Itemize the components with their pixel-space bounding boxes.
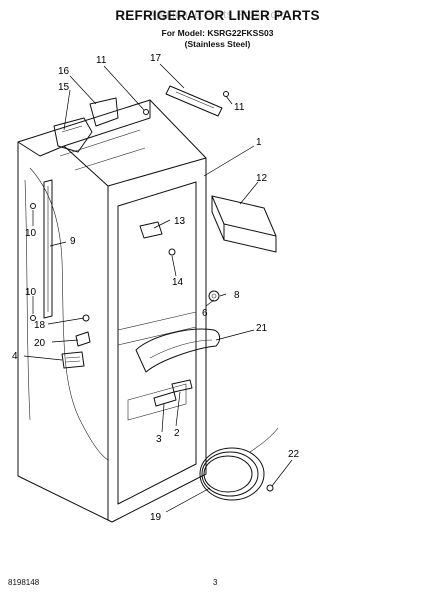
small-bracket-part bbox=[139, 221, 163, 239]
callout-16: 16 bbox=[58, 66, 70, 77]
callout-8: 8 bbox=[234, 290, 240, 301]
screw-10-bottom bbox=[30, 315, 36, 321]
callout-22: 22 bbox=[288, 449, 300, 460]
thermostat-parts bbox=[75, 314, 91, 347]
control-housing-part bbox=[53, 117, 93, 153]
callout-10-top: 10 bbox=[25, 228, 37, 239]
cover-panel-part bbox=[211, 195, 277, 253]
callout-4: 4 bbox=[12, 351, 18, 362]
callout-17: 17 bbox=[150, 53, 162, 64]
callout-1: 1 bbox=[256, 137, 262, 148]
model-number: For Model: KSRG22FKSS03 bbox=[161, 28, 274, 38]
callout-20: 20 bbox=[34, 338, 46, 349]
callout-10-bottom: 10 bbox=[25, 287, 37, 298]
fitting-part bbox=[266, 484, 274, 492]
hinge-parts bbox=[153, 379, 193, 407]
coiled-tubing-part bbox=[199, 427, 279, 501]
callout-9: 9 bbox=[70, 236, 76, 247]
document-number: 8198148 bbox=[8, 578, 40, 587]
callout-11-right: 11 bbox=[234, 102, 245, 113]
bracket-part bbox=[89, 97, 119, 127]
shelf-rail bbox=[43, 179, 53, 319]
screw-11-right bbox=[223, 91, 229, 97]
callout-11-top: 11 bbox=[96, 55, 107, 66]
liner-body bbox=[17, 99, 207, 523]
screw-part bbox=[168, 248, 176, 256]
screw-10-top bbox=[30, 203, 36, 209]
callout-14: 14 bbox=[172, 277, 184, 288]
callout-12: 12 bbox=[256, 173, 268, 184]
finish-label: (Stainless Steel) bbox=[184, 39, 251, 49]
callout-15: 15 bbox=[58, 82, 70, 93]
grommet-part bbox=[208, 290, 220, 302]
callout-21: 21 bbox=[256, 323, 268, 334]
callout-3: 3 bbox=[156, 434, 162, 445]
leader-lines bbox=[23, 63, 293, 513]
callout-18: 18 bbox=[34, 320, 46, 331]
vent-grille-part bbox=[61, 351, 85, 369]
watermark-text: Appliance Parts Pros.com bbox=[148, 9, 287, 21]
callout-13: 13 bbox=[174, 216, 186, 227]
callout-19: 19 bbox=[150, 512, 162, 523]
callout-6: 6 bbox=[202, 308, 208, 319]
callout-2: 2 bbox=[174, 428, 180, 439]
air-duct-part bbox=[135, 328, 221, 373]
page-title: REFRIGERATOR LINER PARTS bbox=[115, 8, 320, 23]
page-number: 3 bbox=[213, 578, 218, 587]
screw-11-left bbox=[143, 109, 149, 115]
trim-strip-part bbox=[165, 85, 223, 117]
